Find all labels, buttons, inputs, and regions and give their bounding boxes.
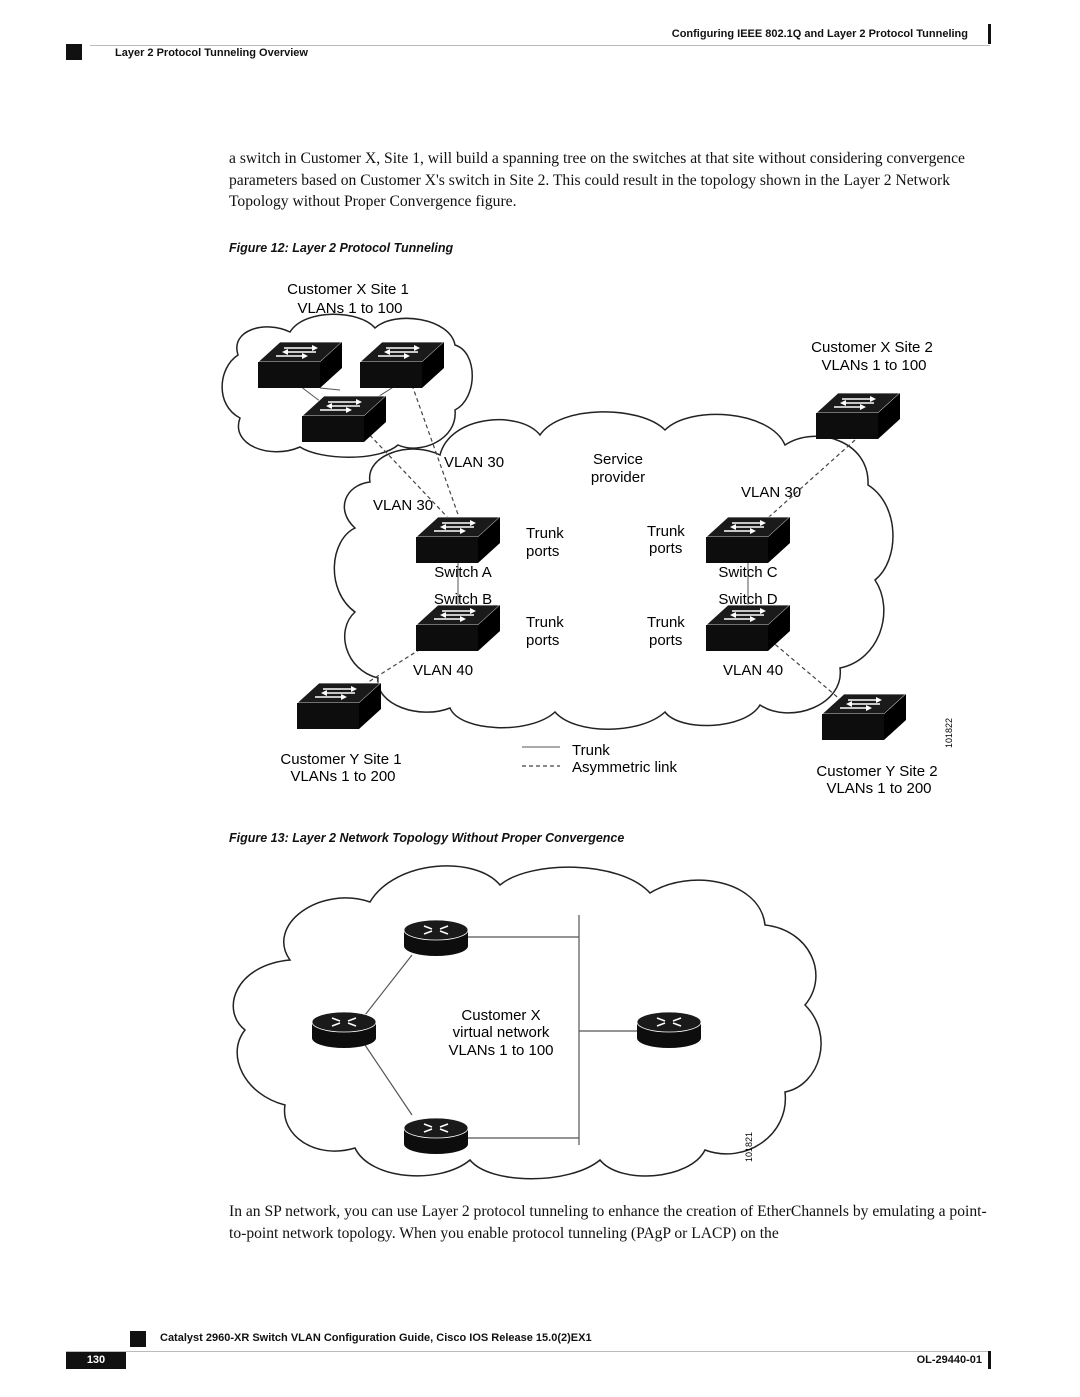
header-block [66, 44, 82, 60]
ports-label-d: ports [649, 632, 682, 649]
trunk-link-x1 [319, 387, 341, 391]
guide-title: Catalyst 2960-XR Switch VLAN Configurati… [160, 1332, 592, 1344]
router-right [636, 1011, 702, 1049]
trunk-label-b: Trunk [526, 614, 564, 631]
vlan30-label-1: VLAN 30 [444, 454, 504, 471]
cust-x-site2-label-1: Customer X Site 2 [811, 339, 933, 356]
page-number: 130 [66, 1352, 126, 1369]
figure-13-caption: Figure 13: Layer 2 Network Topology With… [229, 831, 625, 845]
router-top [403, 919, 469, 957]
ports-label-c: ports [649, 540, 682, 557]
ports-label-b: ports [526, 632, 559, 649]
trunk-label-a: Trunk [526, 525, 564, 542]
footer-rule [66, 1351, 990, 1352]
ports-label-a: ports [526, 543, 559, 560]
doc-number: OL-29440-01 [916, 1354, 982, 1366]
footer-bar [988, 1351, 991, 1369]
cust-x-site2-label-2: VLANs 1 to 100 [821, 357, 926, 374]
vlan30-label-2: VLAN 30 [373, 497, 433, 514]
vlan40-label-2: VLAN 40 [723, 662, 783, 679]
header-rule [90, 45, 990, 46]
cust-x-site1-label-2: VLANs 1 to 100 [297, 300, 402, 317]
customer-x-label-2: virtual network [453, 1024, 550, 1041]
vlan40-label-1: VLAN 40 [413, 662, 473, 679]
link-left-top [364, 954, 413, 1016]
trunk-label-d: Trunk [647, 614, 685, 631]
customer-x-label-3: VLANs 1 to 100 [448, 1042, 553, 1059]
section-title: Layer 2 Protocol Tunneling Overview [115, 47, 308, 59]
customer-x-site1-cloud [221, 313, 473, 458]
cust-x-site1-label-1: Customer X Site 1 [287, 281, 409, 298]
closing-paragraph: In an SP network, you can use Layer 2 pr… [229, 1203, 987, 1242]
figure-12-id: 101822 [944, 718, 954, 748]
figure-13-id: 101821 [744, 1132, 754, 1162]
footer-block [130, 1331, 146, 1347]
cust-y-site2-label-1: Customer Y Site 2 [816, 763, 937, 780]
router-left [311, 1011, 377, 1049]
service-provider-label-1: Service [593, 451, 643, 468]
switch-c-label: Switch C [718, 564, 777, 581]
legend-trunk-label: Trunk [572, 742, 610, 759]
link-left-bottom [364, 1044, 413, 1116]
customer-x-cloud [232, 865, 822, 1180]
asym-link-1 [364, 429, 453, 523]
cust-y-site2-label-2: VLANs 1 to 200 [826, 780, 931, 797]
cust-y-site1-label-1: Customer Y Site 1 [280, 751, 401, 768]
figure-12-caption: Figure 12: Layer 2 Protocol Tunneling [229, 241, 454, 255]
switch-d-label: Switch D [718, 591, 777, 608]
asym-link-2 [411, 384, 461, 521]
trunk-label-c: Trunk [647, 523, 685, 540]
header-bar [988, 24, 991, 44]
switch-b-label: Switch B [434, 591, 492, 608]
customer-x-label-1: Customer X [461, 1007, 540, 1024]
router-bottom [403, 1117, 469, 1155]
switch-a-label: Switch A [434, 564, 492, 581]
legend-asym-label: Asymmetric link [572, 759, 678, 776]
service-provider-label-2: provider [591, 469, 645, 486]
chapter-title: Configuring IEEE 802.1Q and Layer 2 Prot… [671, 28, 968, 40]
cust-y-site1-label-2: VLANs 1 to 200 [290, 768, 395, 785]
service-provider-cloud [333, 411, 894, 730]
vlan30-label-3: VLAN 30 [741, 484, 801, 501]
asym-link-3 [759, 439, 856, 526]
intro-paragraph: a switch in Customer X, Site 1, will bui… [229, 150, 965, 211]
